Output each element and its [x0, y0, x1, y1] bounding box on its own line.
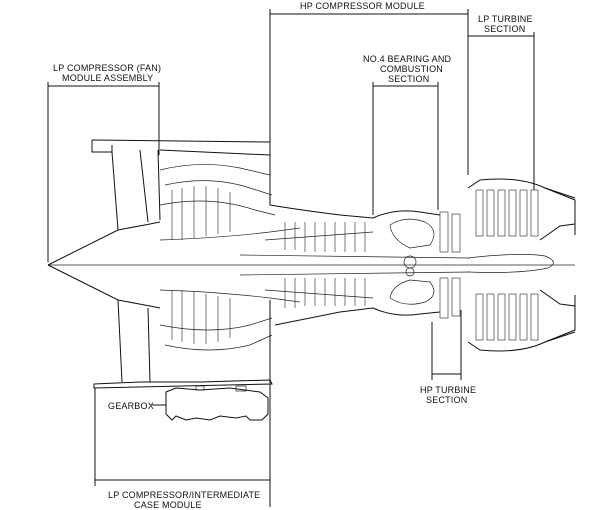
lp-compressor-label-line2: MODULE ASSEMBLY — [62, 73, 154, 83]
hp-turbine-label-line1: HP TURBINE — [420, 385, 477, 395]
lp-turbine-label-line1: LP TURBINE — [478, 14, 533, 24]
bearing-combustion-label-line2: COMBUSTION — [380, 64, 444, 74]
dimension-lines — [47, 9, 535, 507]
intermediate-case-label-line1: LP COMPRESSOR/INTERMEDIATE — [108, 490, 261, 500]
lp-compressor-label-line1: LP COMPRESSOR (FAN) — [53, 63, 162, 73]
intermediate-case-label-line2: CASE MODULE — [134, 500, 202, 510]
gearbox-shape — [93, 379, 273, 421]
hp-compressor-module-label: HP COMPRESSOR MODULE — [300, 1, 425, 11]
hp-turbine — [439, 211, 461, 319]
lp-turbine-label-line2: SECTION — [484, 24, 526, 34]
fan-lower — [47, 264, 301, 383]
combustion-section — [372, 210, 441, 316]
hp-turbine-label-line2: SECTION — [426, 395, 468, 405]
bearing-combustion-label-line1: NO.4 BEARING AND — [363, 54, 452, 64]
fan-upper — [47, 139, 301, 266]
hp-compressor — [239, 160, 471, 350]
lp-turbine — [467, 178, 576, 352]
bearing-combustion-label-line3: SECTION — [388, 74, 430, 84]
gearbox-label: GEARBOX — [108, 401, 154, 411]
